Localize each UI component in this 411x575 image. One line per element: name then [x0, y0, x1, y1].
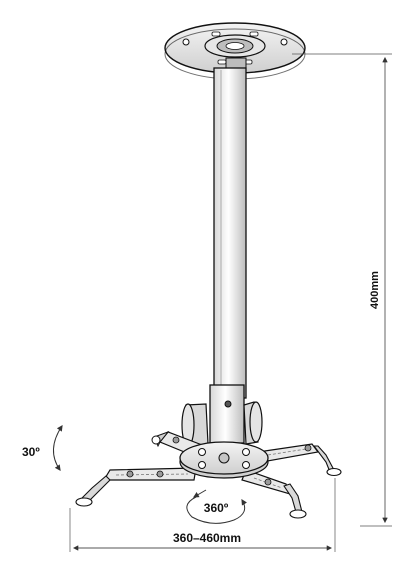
height-label: 400mm: [369, 271, 381, 309]
bracket-arm-upper-right: [257, 443, 342, 477]
bracket-arm-lower-left: [75, 467, 197, 507]
tilt-indicator: 30º: [22, 425, 63, 471]
extension-pole: [209, 57, 247, 444]
tilt-label: 30º: [22, 445, 40, 459]
width-dimension: 360–460mm: [69, 478, 336, 552]
rotation-plate: [179, 441, 269, 479]
tilt-knob-right: [243, 401, 263, 445]
width-label: 360–460mm: [173, 531, 241, 545]
height-dimension: 400mm: [292, 53, 392, 527]
rotation-label: 360º: [204, 501, 229, 515]
bracket-arm-lower-right: [241, 469, 307, 519]
rotation-indicator: 360º: [186, 489, 248, 524]
ceiling-plate: [164, 22, 306, 80]
